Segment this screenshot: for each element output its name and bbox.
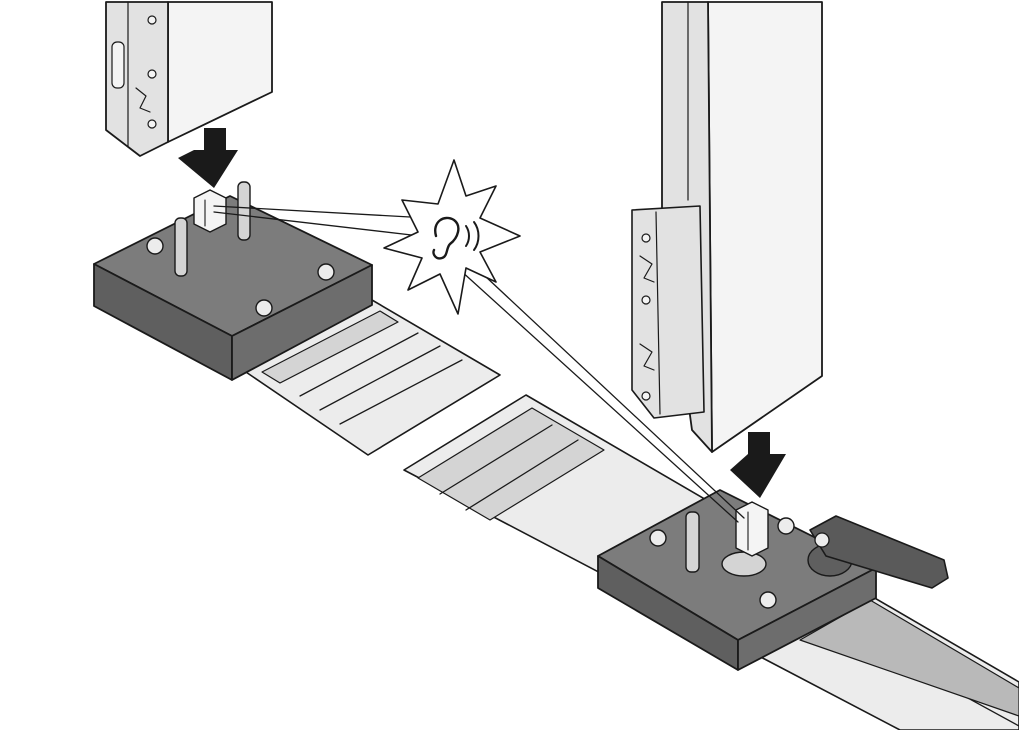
rail-groove-front [417,407,605,521]
runner-hole [147,15,157,25]
screw-icon [777,517,795,535]
runner-slot [111,41,125,89]
right-panel-face [707,1,823,453]
runner-hole [641,233,651,243]
ear-icon [432,216,460,260]
runner-clip [639,343,655,371]
runner-hole [641,391,651,401]
left-catch-clip [193,189,227,233]
sound-wave-icon [473,221,480,251]
rail-line [319,345,441,411]
right-block-side [737,567,877,671]
runner-hole [147,69,157,79]
screw-icon [649,529,667,547]
rail-line [439,424,553,495]
runner-hole [641,295,651,305]
rail-line [465,439,579,511]
down-arrow-icon [730,432,786,498]
callout-line [213,211,421,237]
click-sound-callout [213,159,745,523]
screw-icon [317,263,335,281]
aluminium-rail [239,299,1019,730]
screw-icon [146,237,164,255]
callout-line [213,205,429,219]
rail-line [339,359,463,425]
runner-hole [147,119,157,129]
callout-line [469,261,745,519]
right-drawer-side-panel [631,1,823,453]
sound-wave-icon [465,225,470,247]
locating-pin [237,181,251,241]
right-mounting-block [597,489,949,671]
locating-pin [174,217,188,277]
locating-pin [685,511,700,573]
left-mounting-block [93,181,373,381]
clamp-pivot [814,532,830,548]
runner-clip [639,255,655,283]
clamp-lever-handle [809,515,949,589]
left-panel-face [167,1,273,143]
screw-icon [759,591,777,609]
rail-groove-back [261,310,399,384]
runner-edge [655,211,661,415]
ear-click-sound-icon [383,159,521,315]
left-drawer-side-panel [105,1,273,157]
screw-icon [255,299,273,317]
right-catch-clip [735,501,769,557]
callout-line [459,269,739,523]
left-block-side [231,264,373,381]
left-panel-runner [105,1,169,157]
rail-line [299,332,419,397]
right-panel-runner [631,205,705,419]
right-catch-base [721,551,767,577]
runner-clip [135,87,151,113]
down-arrow-icon [178,128,238,188]
